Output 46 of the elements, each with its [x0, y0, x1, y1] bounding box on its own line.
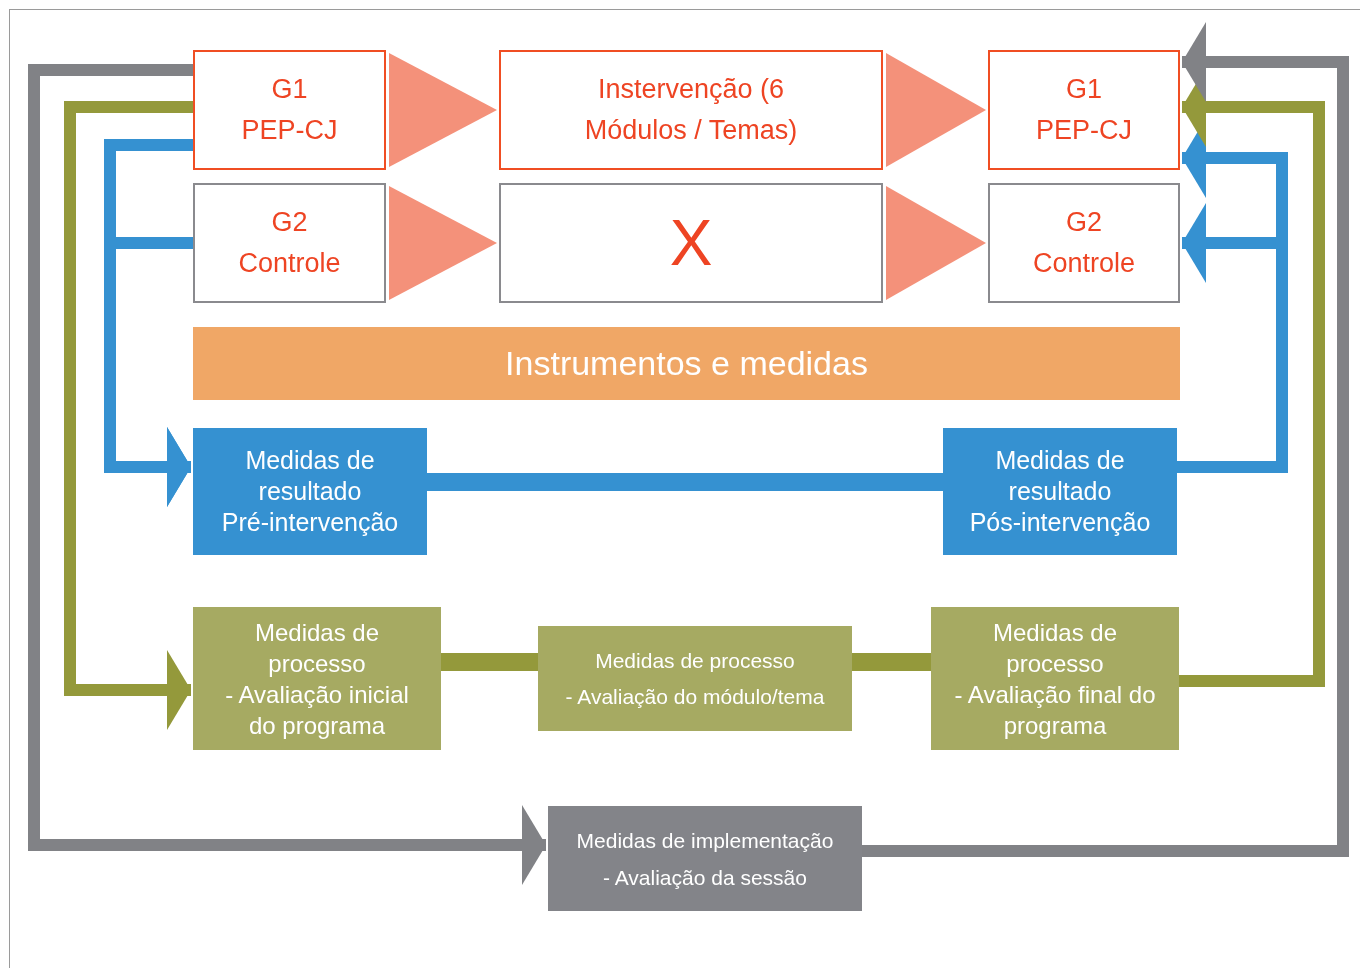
measure-box [538, 626, 852, 731]
node-text: Medidas de resultado [994, 445, 1126, 507]
chevron-arrow [389, 186, 497, 300]
measure-box [943, 428, 1177, 555]
node-text: - Avaliação inicial do programa [224, 679, 410, 741]
node-text: G2 [271, 206, 308, 239]
measure-box [931, 607, 1179, 750]
group-box [988, 50, 1180, 170]
node-text: G1 [271, 73, 308, 106]
connector-bar [427, 473, 943, 491]
node-text: PEP-CJ [241, 114, 338, 147]
intervention-box [499, 50, 883, 170]
node-text: G2 [1066, 206, 1102, 239]
connector-bar [852, 653, 931, 671]
empty-condition-box [499, 183, 883, 303]
arrow [862, 22, 1349, 857]
node-text: Controle [238, 247, 341, 280]
node-text: Controle [1032, 247, 1136, 280]
node-text: G1 [1066, 73, 1102, 106]
measure-box [193, 607, 441, 750]
chevron-arrow [389, 53, 497, 167]
node-text: Medidas de processo [595, 647, 795, 674]
node-text: Pré-intervenção [221, 507, 399, 538]
node-text: Pós-intervenção [969, 507, 1151, 538]
connector-bar [441, 653, 538, 671]
header-band [193, 327, 1180, 400]
node-text: - Avaliação do módulo/tema [565, 683, 825, 710]
node-text: Instrumentos e medidas [505, 343, 868, 384]
group-box [193, 183, 386, 303]
node-text: Medidas de processo [253, 617, 381, 679]
node-text: X [669, 211, 713, 275]
node-text: PEP-CJ [1036, 114, 1132, 147]
chevron-arrow [886, 53, 986, 167]
node-text: Medidas de implementação [576, 827, 834, 854]
group-box [988, 183, 1180, 303]
arrow [64, 101, 193, 730]
node-text: - Avaliação da sessão [603, 864, 807, 891]
arrow [28, 64, 546, 885]
node-text: Instervenção (6 Módulos / Temas) [583, 73, 799, 147]
node-text: Medidas de processo [991, 617, 1119, 679]
node-text: Medidas de resultado [244, 445, 376, 507]
measure-box [193, 428, 427, 555]
group-box [193, 50, 386, 170]
node-text: - Avaliação final do programa [953, 679, 1157, 741]
measure-box [548, 806, 862, 911]
chevron-arrow [886, 186, 986, 300]
